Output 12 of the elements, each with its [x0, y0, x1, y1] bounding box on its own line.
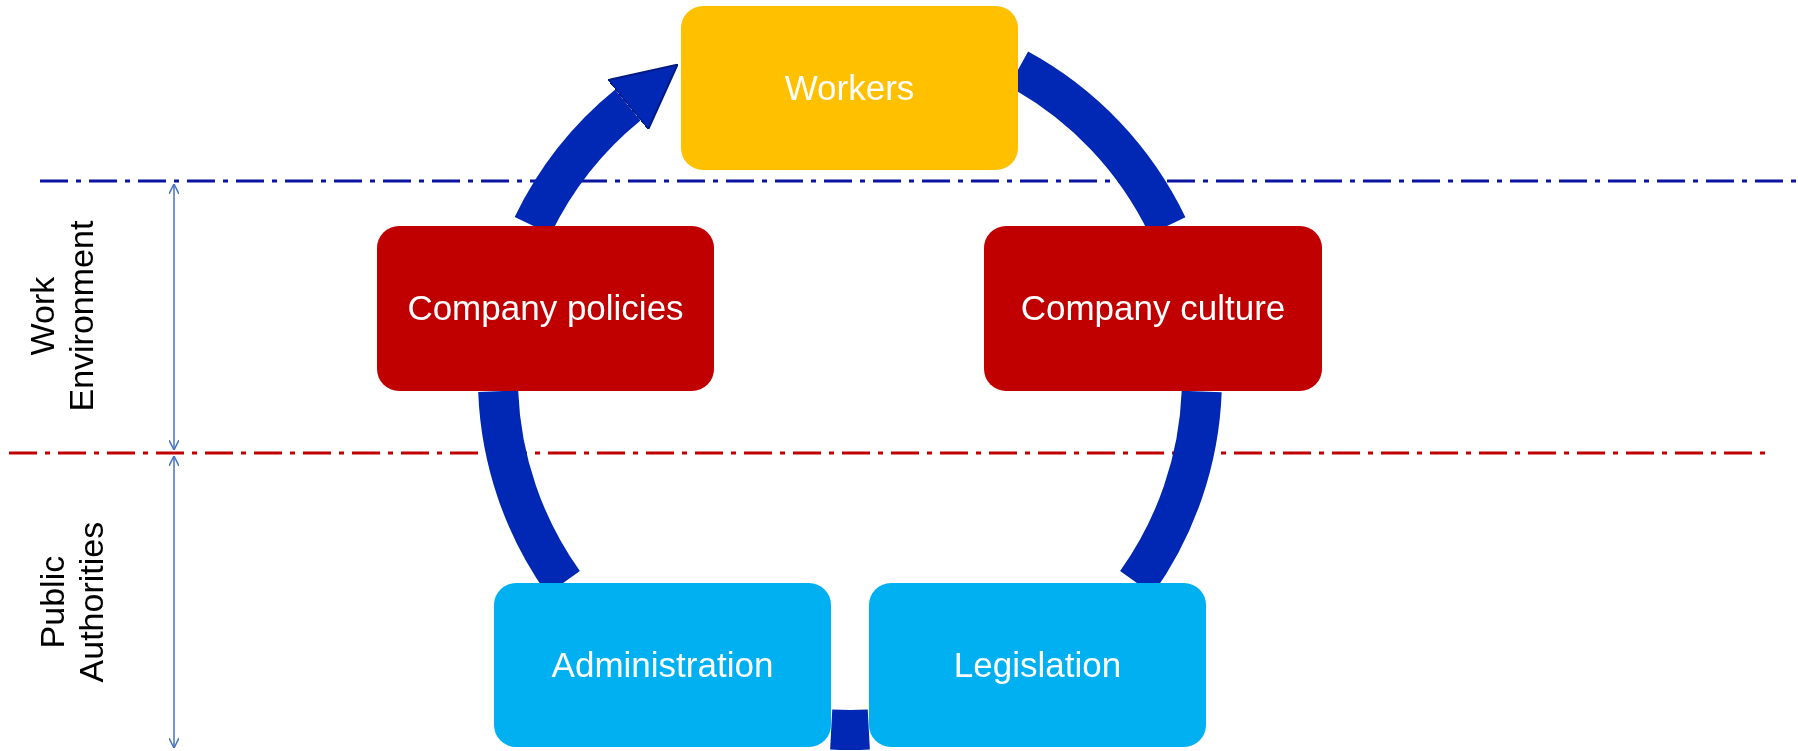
process-box: [869, 583, 1206, 747]
box-label: Company culture: [1020, 288, 1286, 329]
process-box: [681, 6, 1018, 170]
process-box: [984, 226, 1322, 391]
box-label: Workers: [784, 67, 915, 109]
box-label: Legislation: [953, 644, 1122, 686]
section-label: Public Authorities: [32, 520, 111, 685]
section-label: Work Environment: [22, 219, 101, 414]
process-box: [494, 583, 831, 747]
box-label: Company policies: [407, 288, 684, 329]
process-box: [377, 226, 714, 391]
box-label: Administration: [551, 644, 774, 686]
